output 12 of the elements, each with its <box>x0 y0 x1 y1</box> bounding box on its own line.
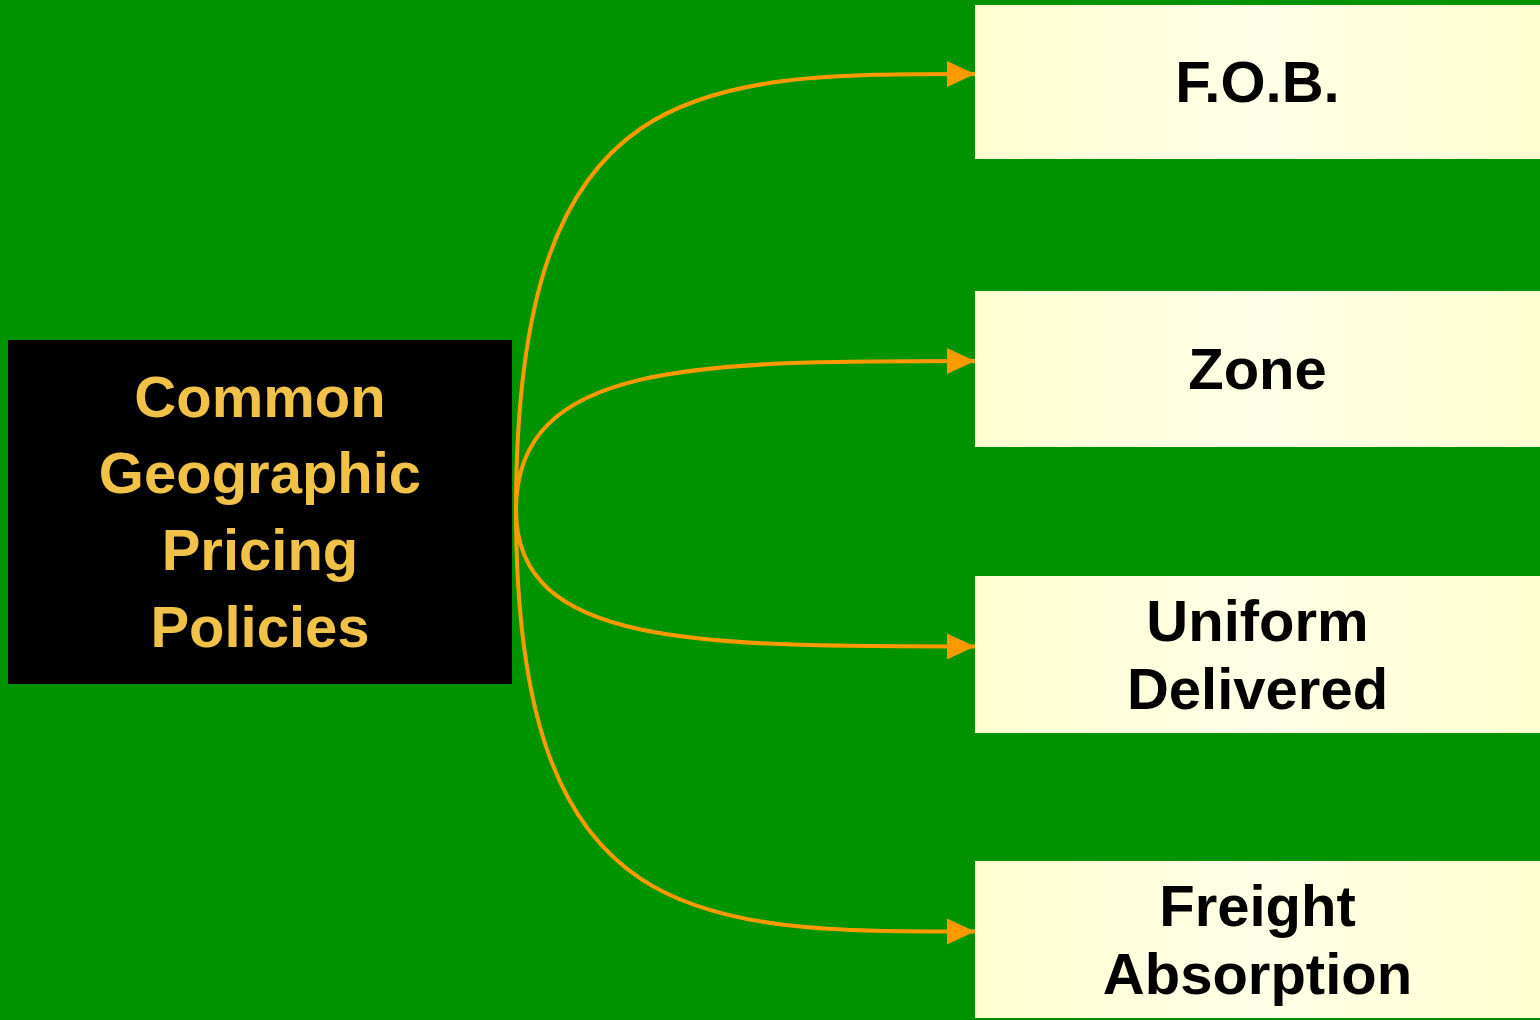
box-label: Zone <box>1188 335 1327 403</box>
topic-box <box>8 340 512 684</box>
box-label: Common Geographic Pricing Policies <box>97 362 423 661</box>
box-label: Uniform Delivered <box>1125 586 1390 723</box>
category-box <box>975 861 1540 1018</box>
category-box <box>975 576 1540 733</box>
box-label: Freight Absorption <box>1101 871 1414 1008</box>
curved-arrow <box>514 509 975 945</box>
category-box <box>975 5 1540 159</box>
curved-arrow <box>514 348 975 511</box>
box-label: F.O.B. <box>1175 48 1340 116</box>
category-box <box>975 291 1540 447</box>
